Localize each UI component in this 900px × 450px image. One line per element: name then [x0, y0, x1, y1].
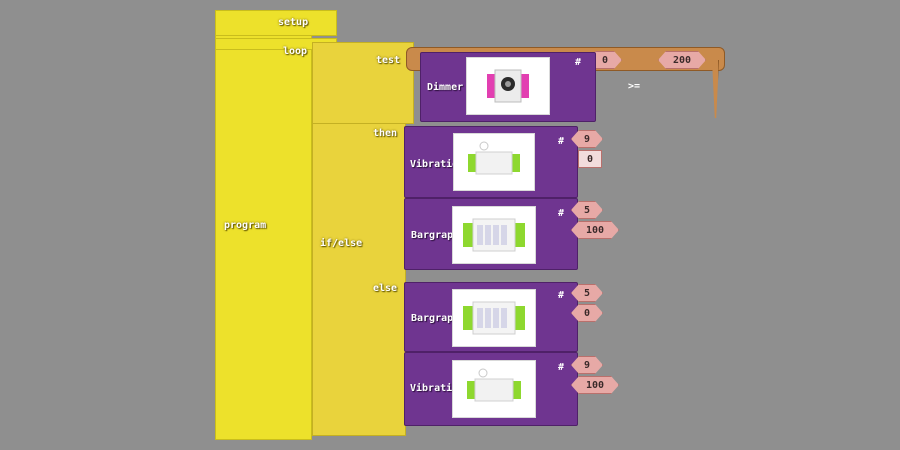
then-label: then: [373, 128, 397, 139]
then-vibration-motor-image: [453, 133, 535, 191]
else-label: else: [373, 283, 397, 294]
compare-block-tail: [712, 60, 719, 118]
then-bargraph-hash: #: [558, 208, 564, 219]
test-label: test: [376, 55, 400, 66]
vibration-motor-bit-icon: [454, 134, 534, 190]
then-vibration-motor-hash: #: [558, 136, 564, 147]
then-bargraph-value[interactable]: 100: [571, 221, 619, 239]
else-vibration-motor-value[interactable]: 100: [571, 376, 619, 394]
program-label: program: [224, 220, 266, 231]
else-bargraph-hash: #: [558, 290, 564, 301]
then-bargraph-image: [452, 206, 536, 264]
dimmer-bit-icon: [467, 58, 549, 114]
dimmer-image: [466, 57, 550, 115]
vibration-motor-bit-icon: [453, 361, 535, 417]
then-vibration-motor-value[interactable]: 0: [578, 150, 602, 168]
else-bargraph-image: [452, 289, 536, 347]
else-vibration-motor-image: [452, 360, 536, 418]
bargraph-bit-icon: [453, 207, 535, 263]
if-else-label: if/else: [320, 238, 362, 249]
compare-value-b[interactable]: 200: [658, 51, 706, 69]
setup-label: setup: [278, 17, 308, 28]
setup-slot[interactable]: [215, 10, 337, 36]
compare-operator: >=: [628, 81, 640, 92]
bargraph-bit-icon: [453, 290, 535, 346]
loop-label: loop: [283, 46, 307, 57]
dimmer-hash: #: [575, 57, 581, 68]
dimmer-label: Dimmer: [427, 82, 463, 93]
else-vibration-motor-hash: #: [558, 362, 564, 373]
